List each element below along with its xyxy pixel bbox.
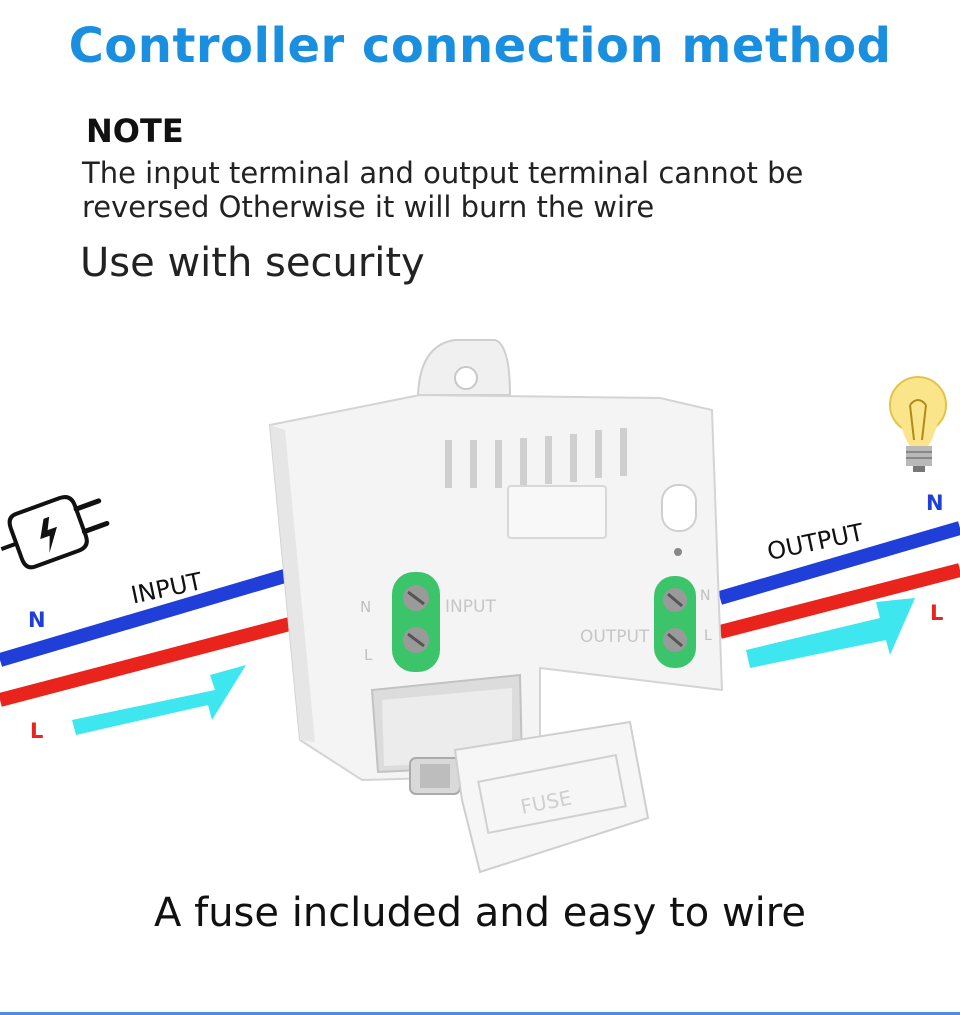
device-input-text: INPUT: [445, 597, 496, 617]
device-button: [661, 484, 697, 532]
input-n-label: N: [28, 608, 46, 632]
output-neutral-wire: [718, 521, 960, 605]
device-output-n-mark: N: [700, 588, 710, 604]
input-neutral-wire: [0, 563, 307, 667]
output-l-label: L: [930, 601, 943, 625]
wiring-diagram: N L INPUT OUTPUT N L FUSE INPUT OUTPUT: [0, 339, 960, 874]
output-live-wire: [718, 563, 960, 639]
input-l-label: L: [30, 719, 43, 743]
output-wires: [718, 521, 960, 668]
input-live-wire: [0, 613, 307, 707]
security-subtitle: Use with security: [80, 240, 425, 286]
page-title: Controller connection method: [68, 18, 892, 74]
fuse-holder: FUSE: [409, 720, 650, 874]
note-text: The input terminal and output terminal c…: [82, 156, 804, 224]
controller-device: N L INPUT OUTPUT N L: [268, 339, 724, 782]
output-direction-arrow: [746, 598, 915, 668]
device-output-l-mark: L: [704, 628, 712, 644]
footer-caption: A fuse included and easy to wire: [154, 890, 806, 936]
input-wires: [0, 563, 307, 735]
device-l-mark: L: [364, 646, 373, 664]
light-bulb-icon: [889, 376, 947, 472]
input-terminals: [392, 572, 440, 672]
output-n-label: N: [926, 491, 944, 515]
device-n-mark: N: [360, 598, 371, 616]
input-direction-arrow: [72, 665, 246, 735]
note-heading: NOTE: [86, 112, 184, 150]
bottom-divider: [0, 1012, 960, 1015]
device-output-text: OUTPUT: [580, 627, 650, 647]
plug-icon: [0, 495, 110, 570]
output-terminals: [654, 576, 696, 668]
